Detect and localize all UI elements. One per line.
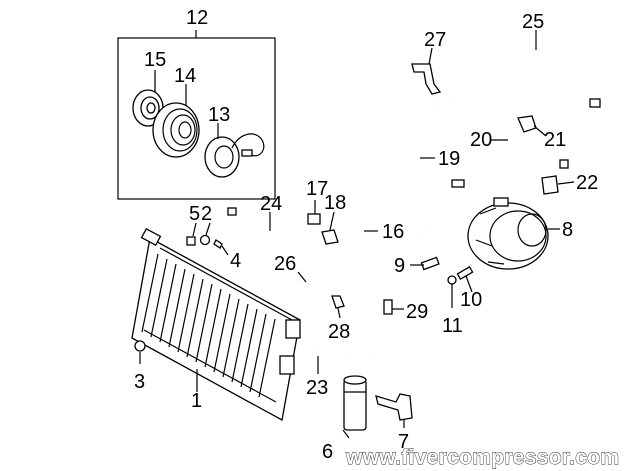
- clutch-inset: [117, 30, 276, 200]
- callout-4: 4: [230, 250, 241, 272]
- callout-23: 23: [306, 377, 328, 399]
- clip-17: [307, 200, 321, 225]
- callout-18: 18: [324, 192, 346, 214]
- clip-22: [541, 175, 575, 195]
- line-26: [297, 271, 339, 294]
- watermark-text: www.fivercompressor.com: [345, 446, 619, 469]
- callout-1: 1: [191, 390, 202, 412]
- callout-26: 26: [274, 253, 296, 275]
- suction-line-25: [434, 30, 601, 108]
- compressor: [467, 197, 560, 270]
- callout-27: 27: [424, 29, 446, 51]
- liquid-line-24: [227, 207, 384, 358]
- callout-8: 8: [562, 219, 573, 241]
- callout-labels: 12 15 14 13 27 25 20 21 19 22 17 18 24 1…: [134, 7, 598, 463]
- callout-13: 13: [208, 104, 230, 126]
- leader-18: [329, 211, 335, 231]
- drier-bracket: [375, 393, 413, 428]
- clip-4: [213, 239, 223, 249]
- callout-15: 15: [144, 49, 166, 71]
- grommet-3: [134, 340, 146, 352]
- callout-16: 16: [382, 221, 404, 243]
- discharge-hose-16: [344, 179, 465, 278]
- callout-29: 29: [406, 301, 428, 323]
- callout-20: 20: [470, 129, 492, 151]
- clutch-pulley: [152, 102, 200, 158]
- clip-21: [517, 115, 547, 137]
- callout-7: 7: [398, 431, 409, 453]
- clutch-field-coil: [204, 133, 265, 178]
- switch-29: [383, 299, 404, 315]
- callout-25: 25: [522, 11, 544, 33]
- leader-26: [297, 271, 307, 283]
- callout-19: 19: [438, 148, 460, 170]
- bracket-27: [411, 47, 442, 95]
- clip-18: [321, 211, 339, 245]
- callout-5: 5: [189, 203, 200, 225]
- callout-17: 17: [306, 178, 328, 200]
- leader-5: [192, 222, 197, 237]
- callout-12: 12: [186, 7, 208, 29]
- condenser-hardware: [134, 222, 229, 364]
- nut-2: [199, 234, 211, 246]
- leader-6: [342, 429, 350, 439]
- leader-22: [557, 181, 575, 185]
- receiver-drier: [342, 375, 367, 439]
- callout-10: 10: [460, 289, 482, 311]
- callout-3: 3: [134, 371, 145, 393]
- callout-11: 11: [442, 315, 463, 337]
- callout-24: 24: [260, 193, 282, 215]
- leader-28: [337, 307, 341, 319]
- suction-hose-19: [408, 100, 453, 233]
- line-20: [490, 96, 569, 169]
- condenser: [131, 227, 301, 422]
- callout-14: 14: [174, 65, 196, 87]
- line-23: [312, 340, 349, 374]
- callout-22: 22: [576, 172, 598, 194]
- leader-2: [205, 222, 211, 236]
- callout-6: 6: [322, 441, 333, 463]
- callout-28: 28: [328, 321, 350, 343]
- callout-21: 21: [544, 129, 566, 151]
- oring-11: [447, 275, 457, 308]
- callout-9: 9: [394, 255, 405, 277]
- seal-10: [456, 266, 474, 293]
- callout-2: 2: [201, 203, 212, 225]
- valve-9: [410, 256, 440, 271]
- leader-10: [465, 275, 473, 293]
- leader-4: [221, 245, 229, 256]
- bolt-5: [186, 236, 196, 246]
- switch-28: [331, 295, 345, 319]
- leader-27: [428, 47, 433, 65]
- leader-21: [533, 125, 547, 137]
